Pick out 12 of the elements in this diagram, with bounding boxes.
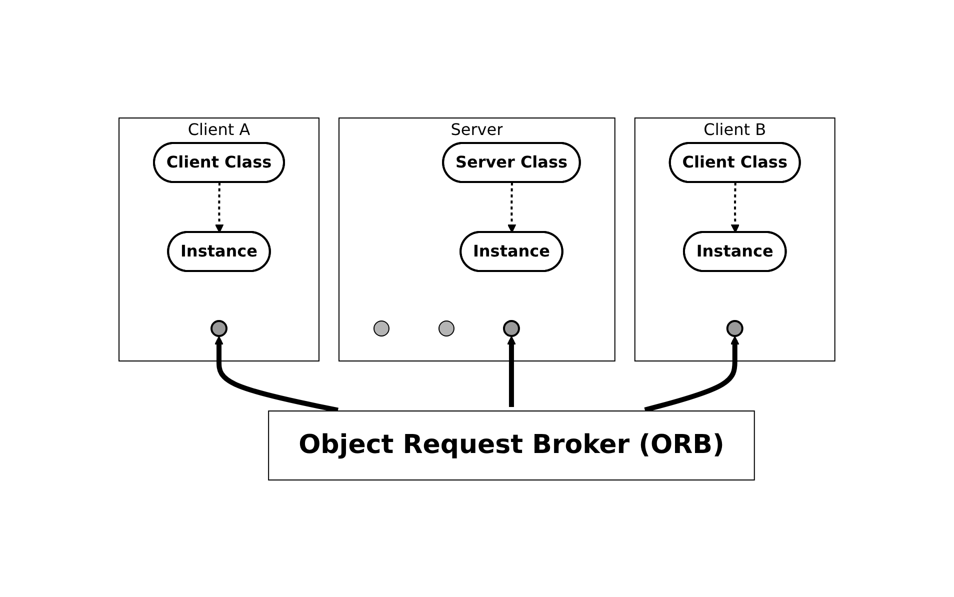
arrow	[214, 336, 339, 412]
arrow	[730, 182, 740, 232]
arrow	[507, 336, 516, 406]
node-circle	[374, 320, 390, 336]
node-circle	[210, 320, 228, 336]
node-circle	[726, 320, 744, 336]
node-circle	[503, 320, 520, 336]
node-box: Object Request Broker (ORB)	[268, 410, 755, 480]
arrow	[507, 182, 516, 232]
arrow	[644, 336, 740, 412]
node-circle	[438, 320, 455, 336]
arrow	[215, 182, 224, 232]
